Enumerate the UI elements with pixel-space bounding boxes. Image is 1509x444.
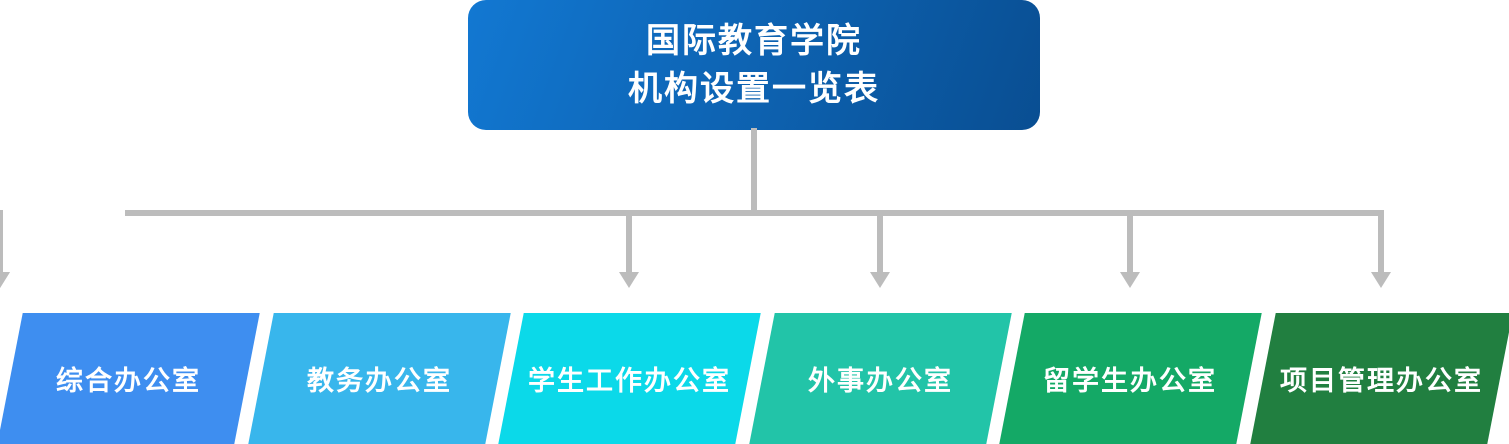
connector-drop-line [877, 210, 883, 272]
connector-drop [1120, 210, 1140, 288]
down-arrow-icon [619, 272, 639, 288]
connector-drop [870, 210, 890, 288]
dept-label: 综合办公室 [55, 366, 201, 396]
dept-node: 留学生办公室 [999, 313, 1262, 444]
connector-drop [1371, 210, 1391, 288]
connector-stem [751, 128, 757, 214]
down-arrow-icon [1120, 272, 1140, 288]
connector-drop-line [1127, 210, 1133, 272]
dept-label: 教务办公室 [306, 366, 452, 396]
dept-label: 留学生办公室 [1043, 366, 1218, 396]
down-arrow-icon [870, 272, 890, 288]
root-title-line-1: 国际教育学院 [646, 22, 862, 60]
dept-label: 学生工作办公室 [527, 366, 731, 396]
connector-drop-line [626, 210, 632, 272]
connector-drop-line [1378, 210, 1384, 272]
dept-node: 外事办公室 [748, 313, 1011, 444]
dept-node: 综合办公室 [0, 313, 260, 444]
dept-label: 项目管理办公室 [1279, 366, 1483, 396]
root-title-line-2: 机构设置一览表 [628, 70, 880, 108]
connector-bar [125, 210, 1383, 216]
department-row: 综合办公室 教务办公室 学生工作办公室 外事办公室 留学生办公室 项目管理办公室 [0, 313, 1509, 444]
connector-drop [619, 210, 639, 288]
org-root-node: 国际教育学院 机构设置一览表 [468, 0, 1040, 130]
down-arrow-icon [1371, 272, 1391, 288]
dept-node: 项目管理办公室 [1249, 313, 1509, 444]
dept-label: 外事办公室 [807, 366, 953, 396]
connector-drop [0, 210, 10, 288]
dept-node: 学生工作办公室 [498, 313, 761, 444]
connector-drop-line [0, 210, 3, 272]
dept-node: 教务办公室 [247, 313, 510, 444]
down-arrow-icon [0, 272, 10, 288]
